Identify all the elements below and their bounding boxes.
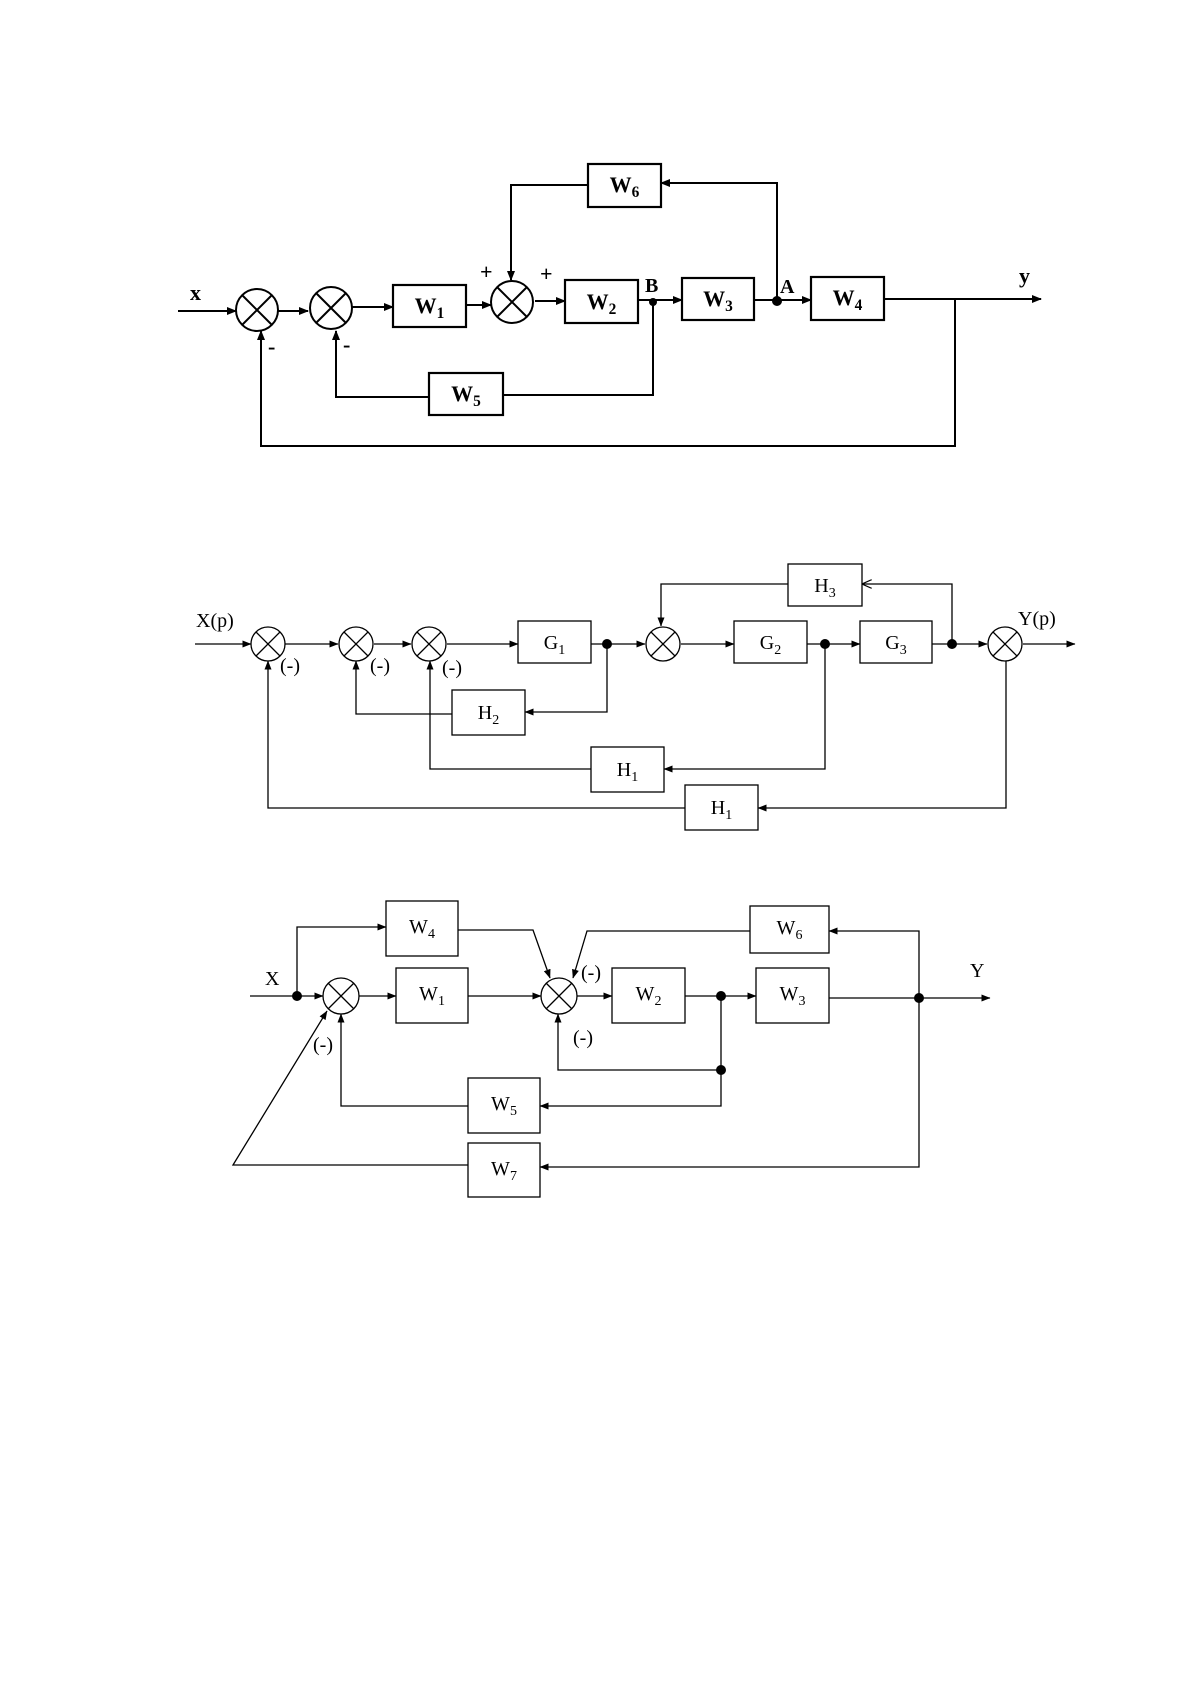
block-g2: G2: [734, 621, 807, 663]
block-w6: W6: [588, 164, 661, 207]
block-h2: H2: [452, 690, 525, 735]
neg-sign-1: (-): [280, 655, 300, 677]
block-w4: W4: [811, 277, 884, 320]
block-w7: W7: [468, 1143, 540, 1197]
output-label-y: y: [1019, 263, 1030, 288]
sign-minus-2: -: [343, 332, 350, 357]
summing-junction-2: [541, 978, 577, 1014]
input-label: X: [265, 968, 280, 990]
sign-minus-1: -: [268, 334, 275, 359]
diagram-3: W1 W2 W3 W4 W5 W6 W7: [233, 901, 990, 1197]
pickoff-point-g2: [820, 639, 830, 649]
neg-sign-left: (-): [313, 1034, 333, 1056]
pickoff-point-loop: [716, 1065, 726, 1075]
input-label-x: x: [190, 280, 201, 305]
output-label: Y(p): [1018, 608, 1056, 630]
point-label-b: B: [645, 275, 658, 297]
block-w4: W4: [386, 901, 458, 956]
block-h1-bottom: H1: [685, 785, 758, 830]
pickoff-point-g1: [602, 639, 612, 649]
neg-sign-2: (-): [370, 655, 390, 677]
block-w2: W2: [612, 968, 685, 1023]
point-label-a: A: [780, 276, 795, 298]
summing-junction-2: [310, 287, 352, 329]
block-g3: G3: [860, 621, 932, 663]
diagram-1: W1 W2 W3 W4 W5 W6 x y A B - -: [178, 164, 1041, 446]
neg-sign-top: (-): [581, 962, 601, 984]
block-w1: W1: [393, 285, 466, 327]
block-w5: W5: [429, 373, 503, 415]
block-w6: W6: [750, 906, 829, 953]
block-h1-mid: H1: [591, 747, 664, 792]
output-label: Y: [970, 960, 984, 982]
block-w1: W1: [396, 968, 468, 1023]
summing-junction-1: [323, 978, 359, 1014]
pickoff-point-w2: [716, 991, 726, 1001]
summing-junction-2: [339, 627, 373, 661]
block-w2: W2: [565, 280, 638, 323]
summing-junction-1: [236, 289, 278, 331]
block-w3: W3: [756, 968, 829, 1023]
block-h3: H3: [788, 564, 862, 606]
sign-plus-left: +: [540, 261, 553, 286]
block-g1: G1: [518, 621, 591, 663]
summing-junction-5: [988, 627, 1022, 661]
pickoff-point-b: [649, 298, 657, 306]
summing-junction-3: [491, 281, 533, 323]
input-label: X(p): [196, 610, 234, 632]
pickoff-point-output: [914, 993, 924, 1003]
sign-plus-top: +: [480, 259, 493, 284]
pickoff-point-g3: [947, 639, 957, 649]
block-w3: W3: [682, 278, 754, 320]
neg-sign-3: (-): [442, 657, 462, 679]
summing-junction-4: [646, 627, 680, 661]
block-w5: W5: [468, 1078, 540, 1133]
summing-junction-3: [412, 627, 446, 661]
diagram-2: G1 G2 G3 H3 H2 H1 H1 X(p): [195, 564, 1075, 830]
pickoff-point-input: [292, 991, 302, 1001]
neg-sign-bottom: (-): [573, 1027, 593, 1049]
